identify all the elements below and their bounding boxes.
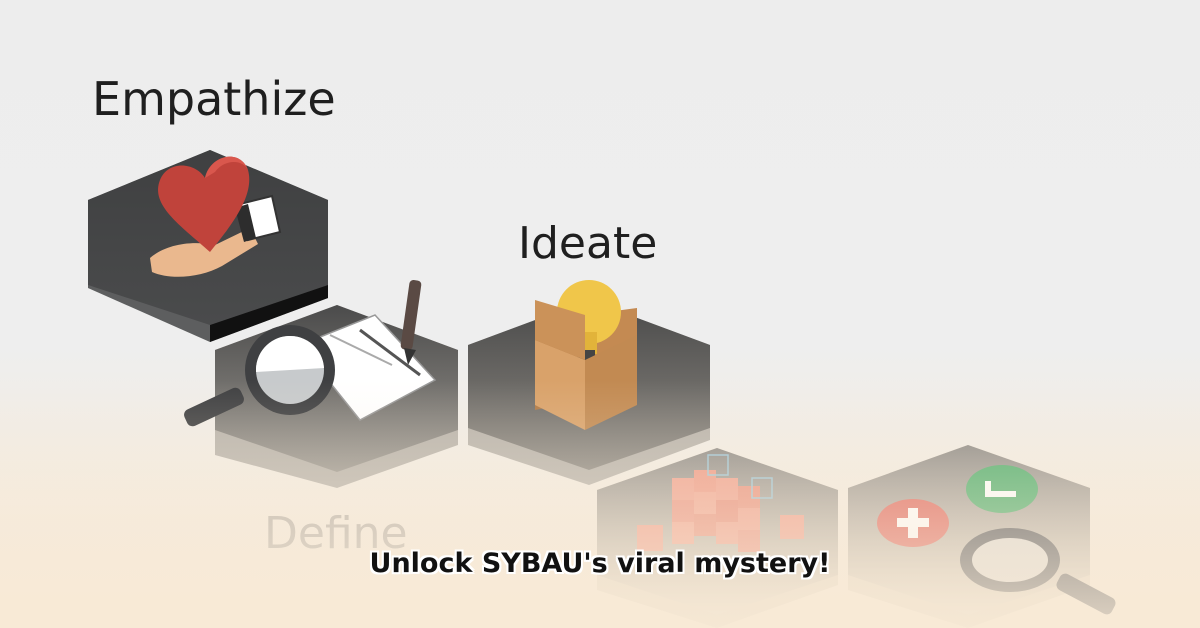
stage-label-ideate: Ideate (518, 218, 658, 269)
heart-hand-icon (150, 156, 282, 277)
stage-label-empathize: Empathize (92, 72, 336, 126)
lightbulb-box-icon (535, 280, 637, 430)
caption-text: Unlock SYBAU's viral mystery! (369, 548, 831, 579)
